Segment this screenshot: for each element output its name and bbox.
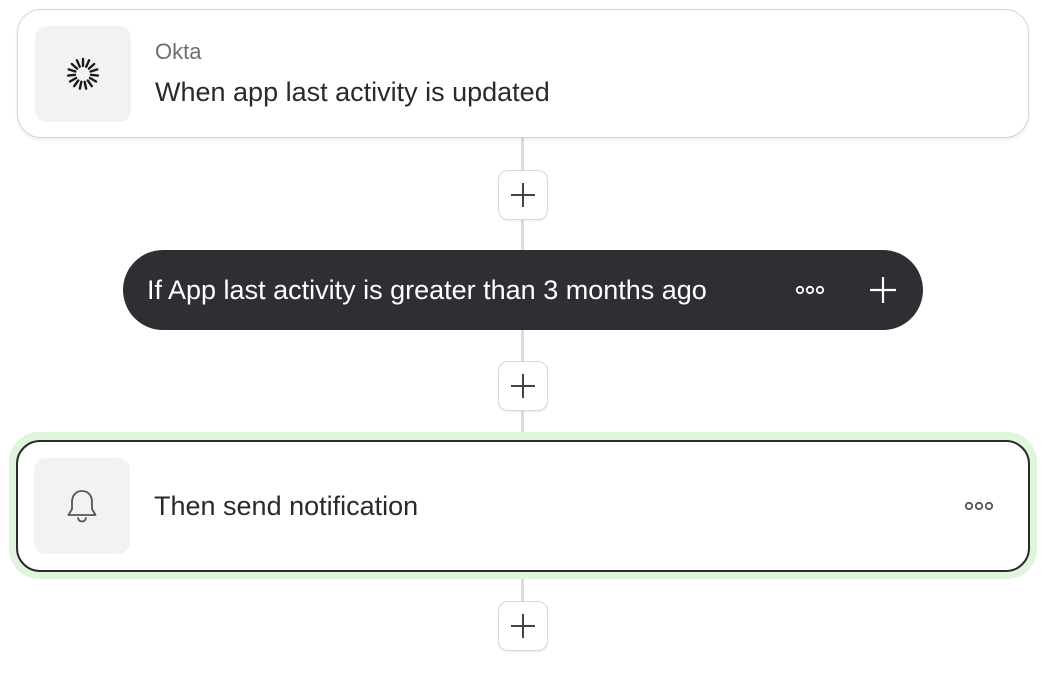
- action-title: Then send notification: [154, 490, 419, 521]
- add-step-button[interactable]: [498, 601, 548, 651]
- trigger-title: When app last activity is updated: [155, 77, 550, 107]
- add-step-button[interactable]: [498, 170, 548, 220]
- condition-step-pill[interactable]: If App last activity is greater than 3 m…: [123, 250, 923, 330]
- more-dots-icon: [795, 285, 825, 295]
- action-icon-tile: [34, 458, 130, 554]
- condition-add-button[interactable]: [869, 276, 897, 304]
- plus-icon: [511, 183, 535, 207]
- condition-more-button[interactable]: [795, 285, 825, 295]
- trigger-step-card[interactable]: Okta When app last activity is updated: [17, 9, 1029, 138]
- plus-icon: [511, 374, 535, 398]
- condition-text: If App last activity is greater than 3 m…: [147, 274, 707, 305]
- okta-logo-icon: [66, 57, 100, 90]
- plus-icon: [511, 614, 535, 638]
- action-step-card[interactable]: Then send notification: [16, 440, 1030, 572]
- trigger-text-group: Okta When app last activity is updated: [155, 39, 550, 108]
- action-more-button[interactable]: [964, 501, 994, 511]
- trigger-provider-label: Okta: [155, 39, 202, 64]
- trigger-icon-tile: [35, 25, 131, 122]
- plus-icon: [870, 277, 896, 303]
- bell-icon: [67, 490, 97, 523]
- connector-line-3: [521, 572, 524, 602]
- add-step-button[interactable]: [498, 361, 548, 411]
- more-dots-icon: [964, 501, 994, 511]
